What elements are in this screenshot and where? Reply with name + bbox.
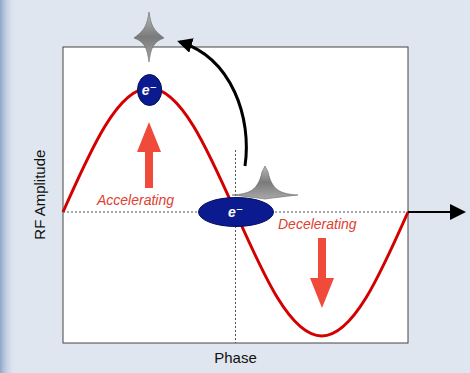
long-bunch-pulse [232, 166, 298, 199]
decelerating-arrow-head [310, 278, 334, 308]
phase-axis-arrowhead [450, 204, 466, 220]
ellipse-fill [198, 198, 273, 227]
phase-region-label: Accelerating [97, 192, 174, 208]
ellipse-fill [137, 75, 161, 106]
electron-bunch: e⁻ [137, 74, 162, 106]
phase-axis-line [408, 211, 452, 213]
phase-region-label: Decelerating [278, 216, 357, 232]
accelerating-arrow-head [137, 122, 161, 152]
slide-edge [0, 0, 16, 373]
electron-symbol: e⁻ [228, 205, 243, 219]
axis-label: Phase [214, 349, 257, 366]
electron-symbol: e⁻ [142, 83, 157, 97]
compression-arrow [180, 42, 246, 166]
phase-marker-line [235, 150, 236, 343]
rf-sine-wave [63, 88, 408, 336]
compressed-bunch-pulse [134, 12, 164, 62]
accelerating-arrow-shaft [145, 150, 153, 188]
electron-bunch: e⁻ [198, 197, 274, 227]
decelerating-arrow-shaft [318, 238, 326, 280]
axis-label: RF Amplitude [31, 150, 48, 240]
